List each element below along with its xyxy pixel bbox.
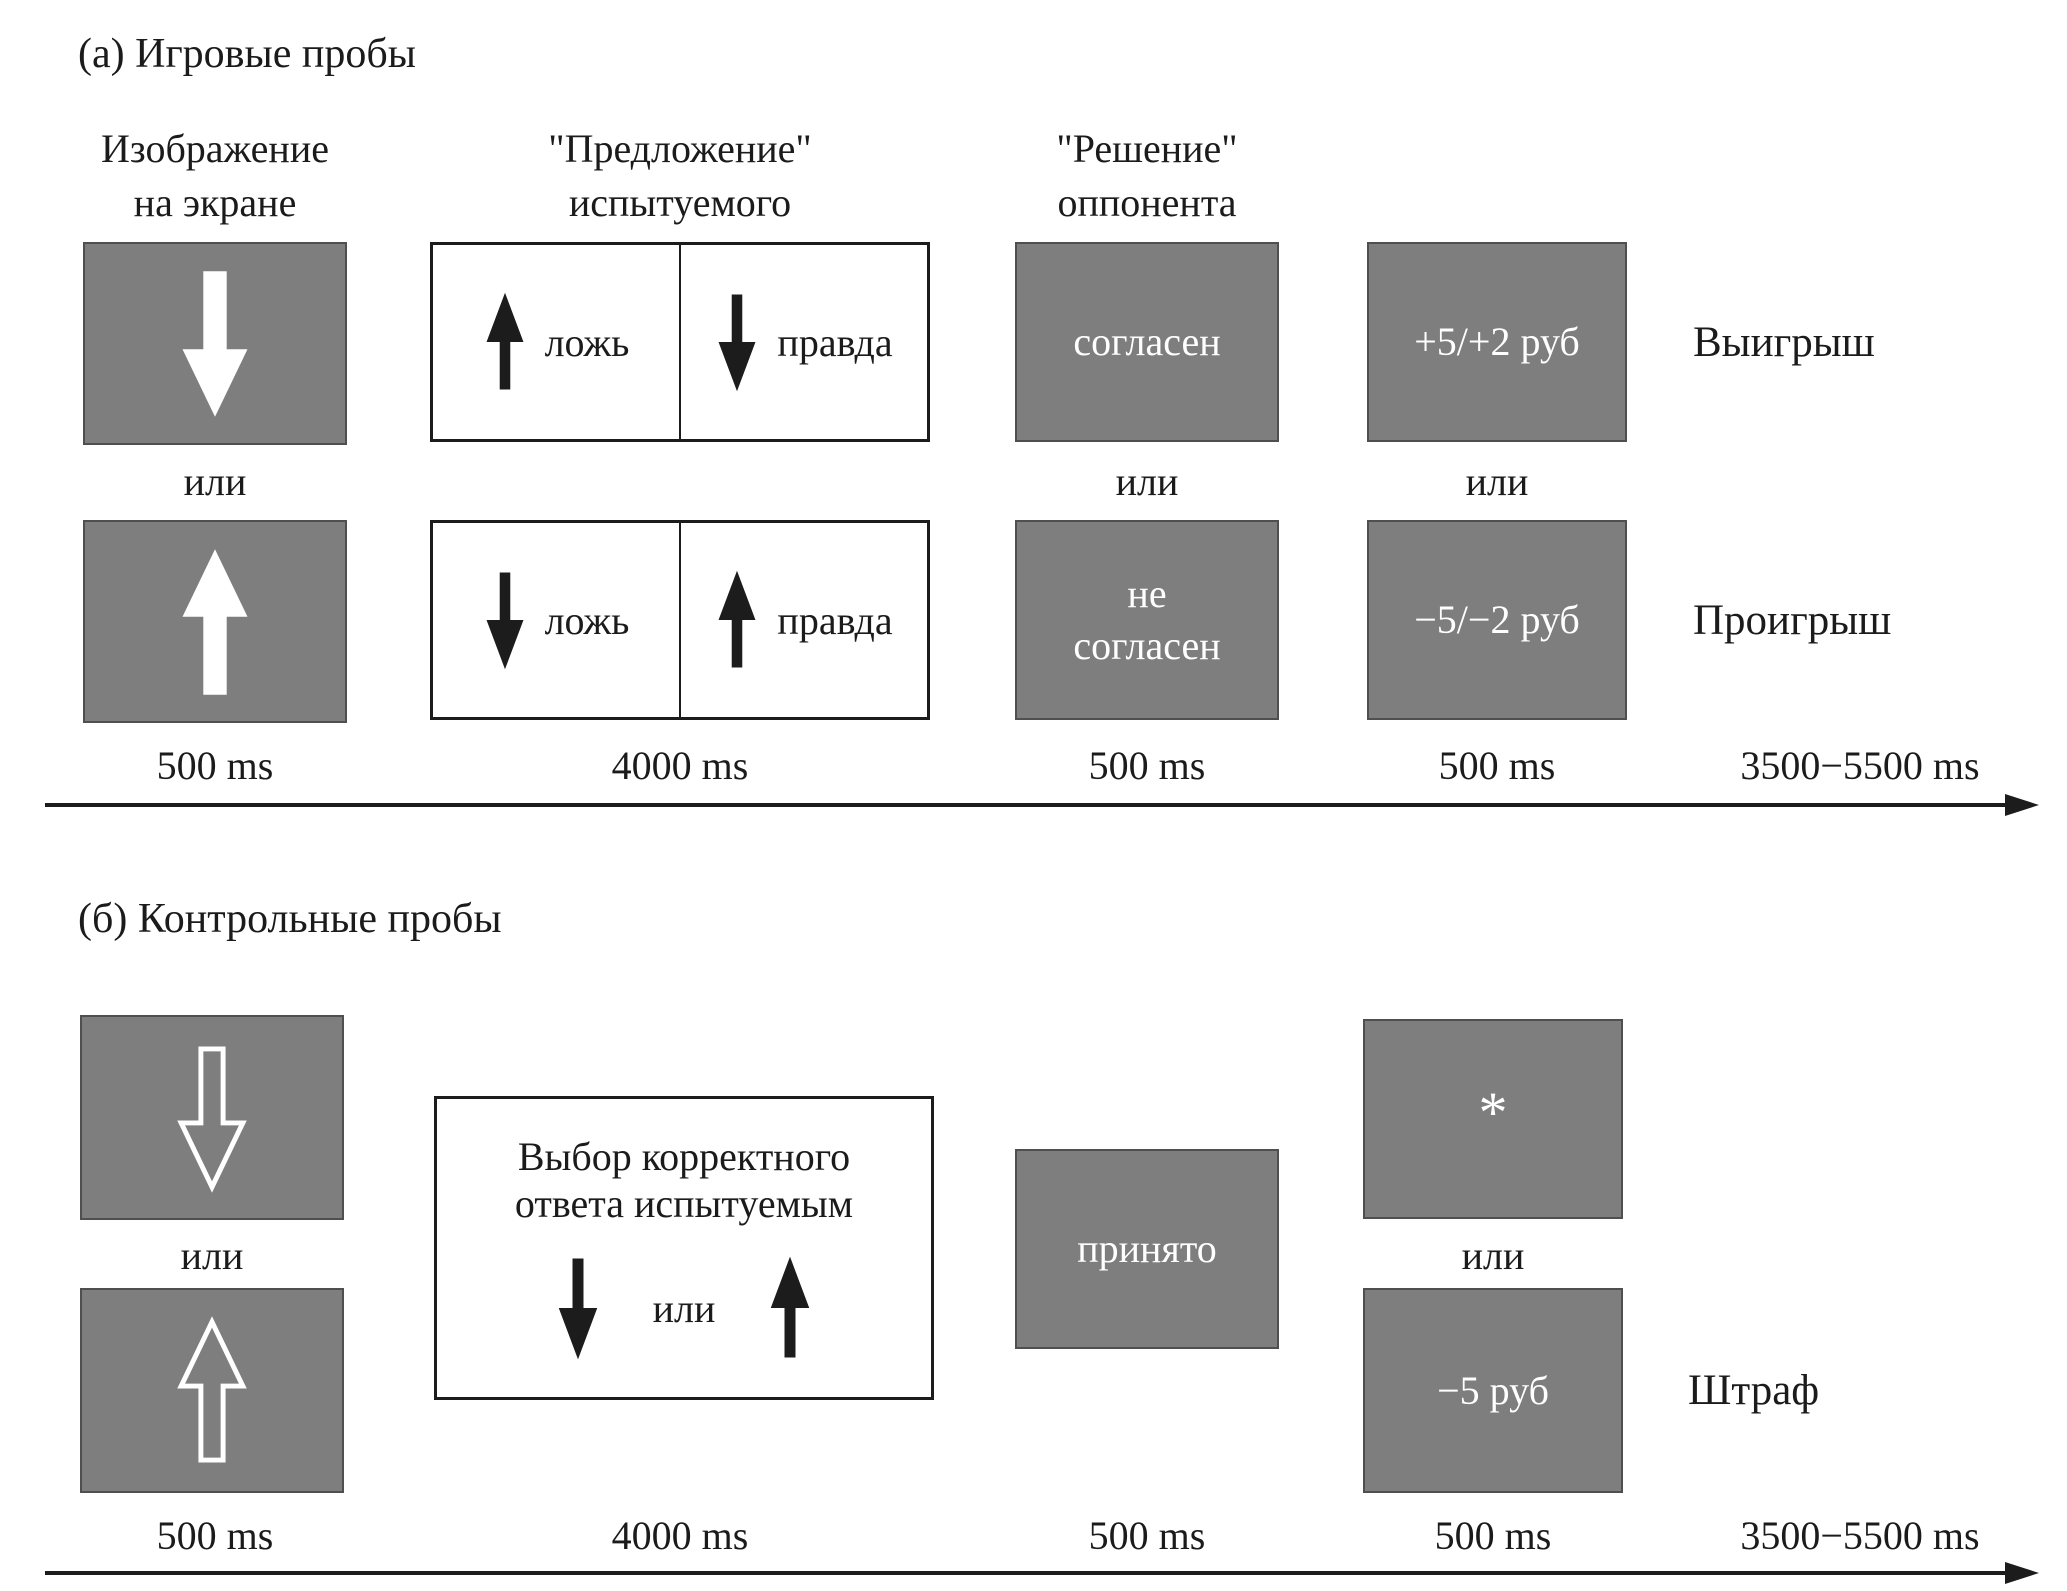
or-label: или xyxy=(1115,459,1179,504)
offer-option-truth: правда xyxy=(681,523,927,717)
header-text: "Решение" xyxy=(1056,126,1238,171)
screen-box-down-arrow xyxy=(83,242,347,445)
timing-label: 4000 ms xyxy=(611,1513,749,1558)
offer-option-label: ложь xyxy=(544,319,630,365)
payoff-box-loss: −5/−2 руб xyxy=(1367,520,1627,720)
payoff-box-win: +5/+2 руб xyxy=(1367,242,1627,442)
header-screen-image: Изображение на экране xyxy=(83,122,347,230)
decision-box-disagree: не согласен xyxy=(1015,520,1279,720)
header-text: Изображение xyxy=(101,126,329,171)
accepted-box: принято xyxy=(1015,1149,1279,1349)
or-label: или xyxy=(1461,1233,1525,1278)
black-up-arrow-icon xyxy=(718,570,756,668)
penalty-label: Штраф xyxy=(1688,1367,1820,1414)
screen-box-hollow-up-arrow xyxy=(80,1288,344,1493)
black-down-arrow-icon xyxy=(486,572,524,670)
offer-option-lie: ложь xyxy=(433,523,681,717)
fixation-star-box: * xyxy=(1363,1019,1623,1219)
decision-text: согласен xyxy=(1073,319,1221,364)
screen-box-up-arrow xyxy=(83,520,347,723)
offer-option-label: правда xyxy=(777,319,893,365)
screen-box-hollow-down-arrow xyxy=(80,1015,344,1220)
timing-label: 500 ms xyxy=(1438,743,1556,788)
header-text: оппонента xyxy=(1057,180,1237,225)
black-down-arrow-icon xyxy=(558,1258,597,1360)
accepted-text: принято xyxy=(1077,1226,1217,1271)
header-offer: "Предложение" испытуемого xyxy=(430,122,930,230)
black-up-arrow-icon xyxy=(771,1256,810,1358)
timing-label: 500 ms xyxy=(156,1513,274,1558)
panel-b-title: (б) Контрольные пробы xyxy=(78,896,502,942)
offer-option-lie: ложь xyxy=(433,245,681,439)
decision-text: не xyxy=(1127,571,1167,616)
white-down-arrow-icon xyxy=(182,270,248,417)
or-label: или xyxy=(183,459,247,504)
offer-box-row1: ложь правда xyxy=(430,242,930,442)
offer-box-row2: ложь правда xyxy=(430,520,930,720)
decision-box-agree: согласен xyxy=(1015,242,1279,442)
panel-a-title: (а) Игровые пробы xyxy=(78,31,416,77)
payoff-text: −5/−2 руб xyxy=(1414,597,1580,642)
timing-label: 3500−5500 ms xyxy=(1740,1513,1980,1558)
choice-arrows: или xyxy=(437,1253,931,1363)
timing-label: 500 ms xyxy=(1088,743,1206,788)
timeline-arrow xyxy=(45,1562,2039,1584)
decision-text: согласен xyxy=(1073,623,1221,668)
timing-label: 500 ms xyxy=(1088,1513,1206,1558)
timing-label: 3500−5500 ms xyxy=(1740,743,1980,788)
or-label: или xyxy=(1465,459,1529,504)
star-text: * xyxy=(1478,1080,1508,1145)
offer-option-label: правда xyxy=(777,597,893,643)
header-text: испытуемого xyxy=(568,180,792,225)
payoff-text: +5/+2 руб xyxy=(1414,319,1580,364)
timing-label: 500 ms xyxy=(156,743,274,788)
choice-box: Выбор корректного ответа испытуемым или xyxy=(434,1096,934,1400)
timeline-arrow xyxy=(45,794,2039,816)
timing-label: 500 ms xyxy=(1434,1513,1552,1558)
outcome-label-win: Выигрыш xyxy=(1693,318,1875,366)
or-label: или xyxy=(652,1285,716,1331)
black-up-arrow-icon xyxy=(486,292,524,390)
header-text: на экране xyxy=(133,180,297,225)
choice-text: Выбор корректного xyxy=(517,1134,851,1179)
penalty-text: −5 руб xyxy=(1437,1367,1549,1413)
timing-label: 4000 ms xyxy=(611,743,749,788)
offer-option-truth: правда xyxy=(681,245,927,439)
outlined-up-arrow-icon xyxy=(175,1316,249,1466)
outcome-label-loss: Проигрыш xyxy=(1693,596,1892,644)
choice-text: ответа испытуемым xyxy=(514,1181,854,1226)
penalty-box: −5 руб xyxy=(1363,1288,1623,1493)
or-label: или xyxy=(180,1233,244,1278)
header-text: "Предложение" xyxy=(548,126,812,171)
header-decision: "Решение" оппонента xyxy=(1015,122,1279,230)
black-down-arrow-icon xyxy=(718,294,756,392)
white-up-arrow-icon xyxy=(182,548,248,695)
outlined-down-arrow-icon xyxy=(175,1043,249,1193)
offer-option-label: ложь xyxy=(544,597,630,643)
